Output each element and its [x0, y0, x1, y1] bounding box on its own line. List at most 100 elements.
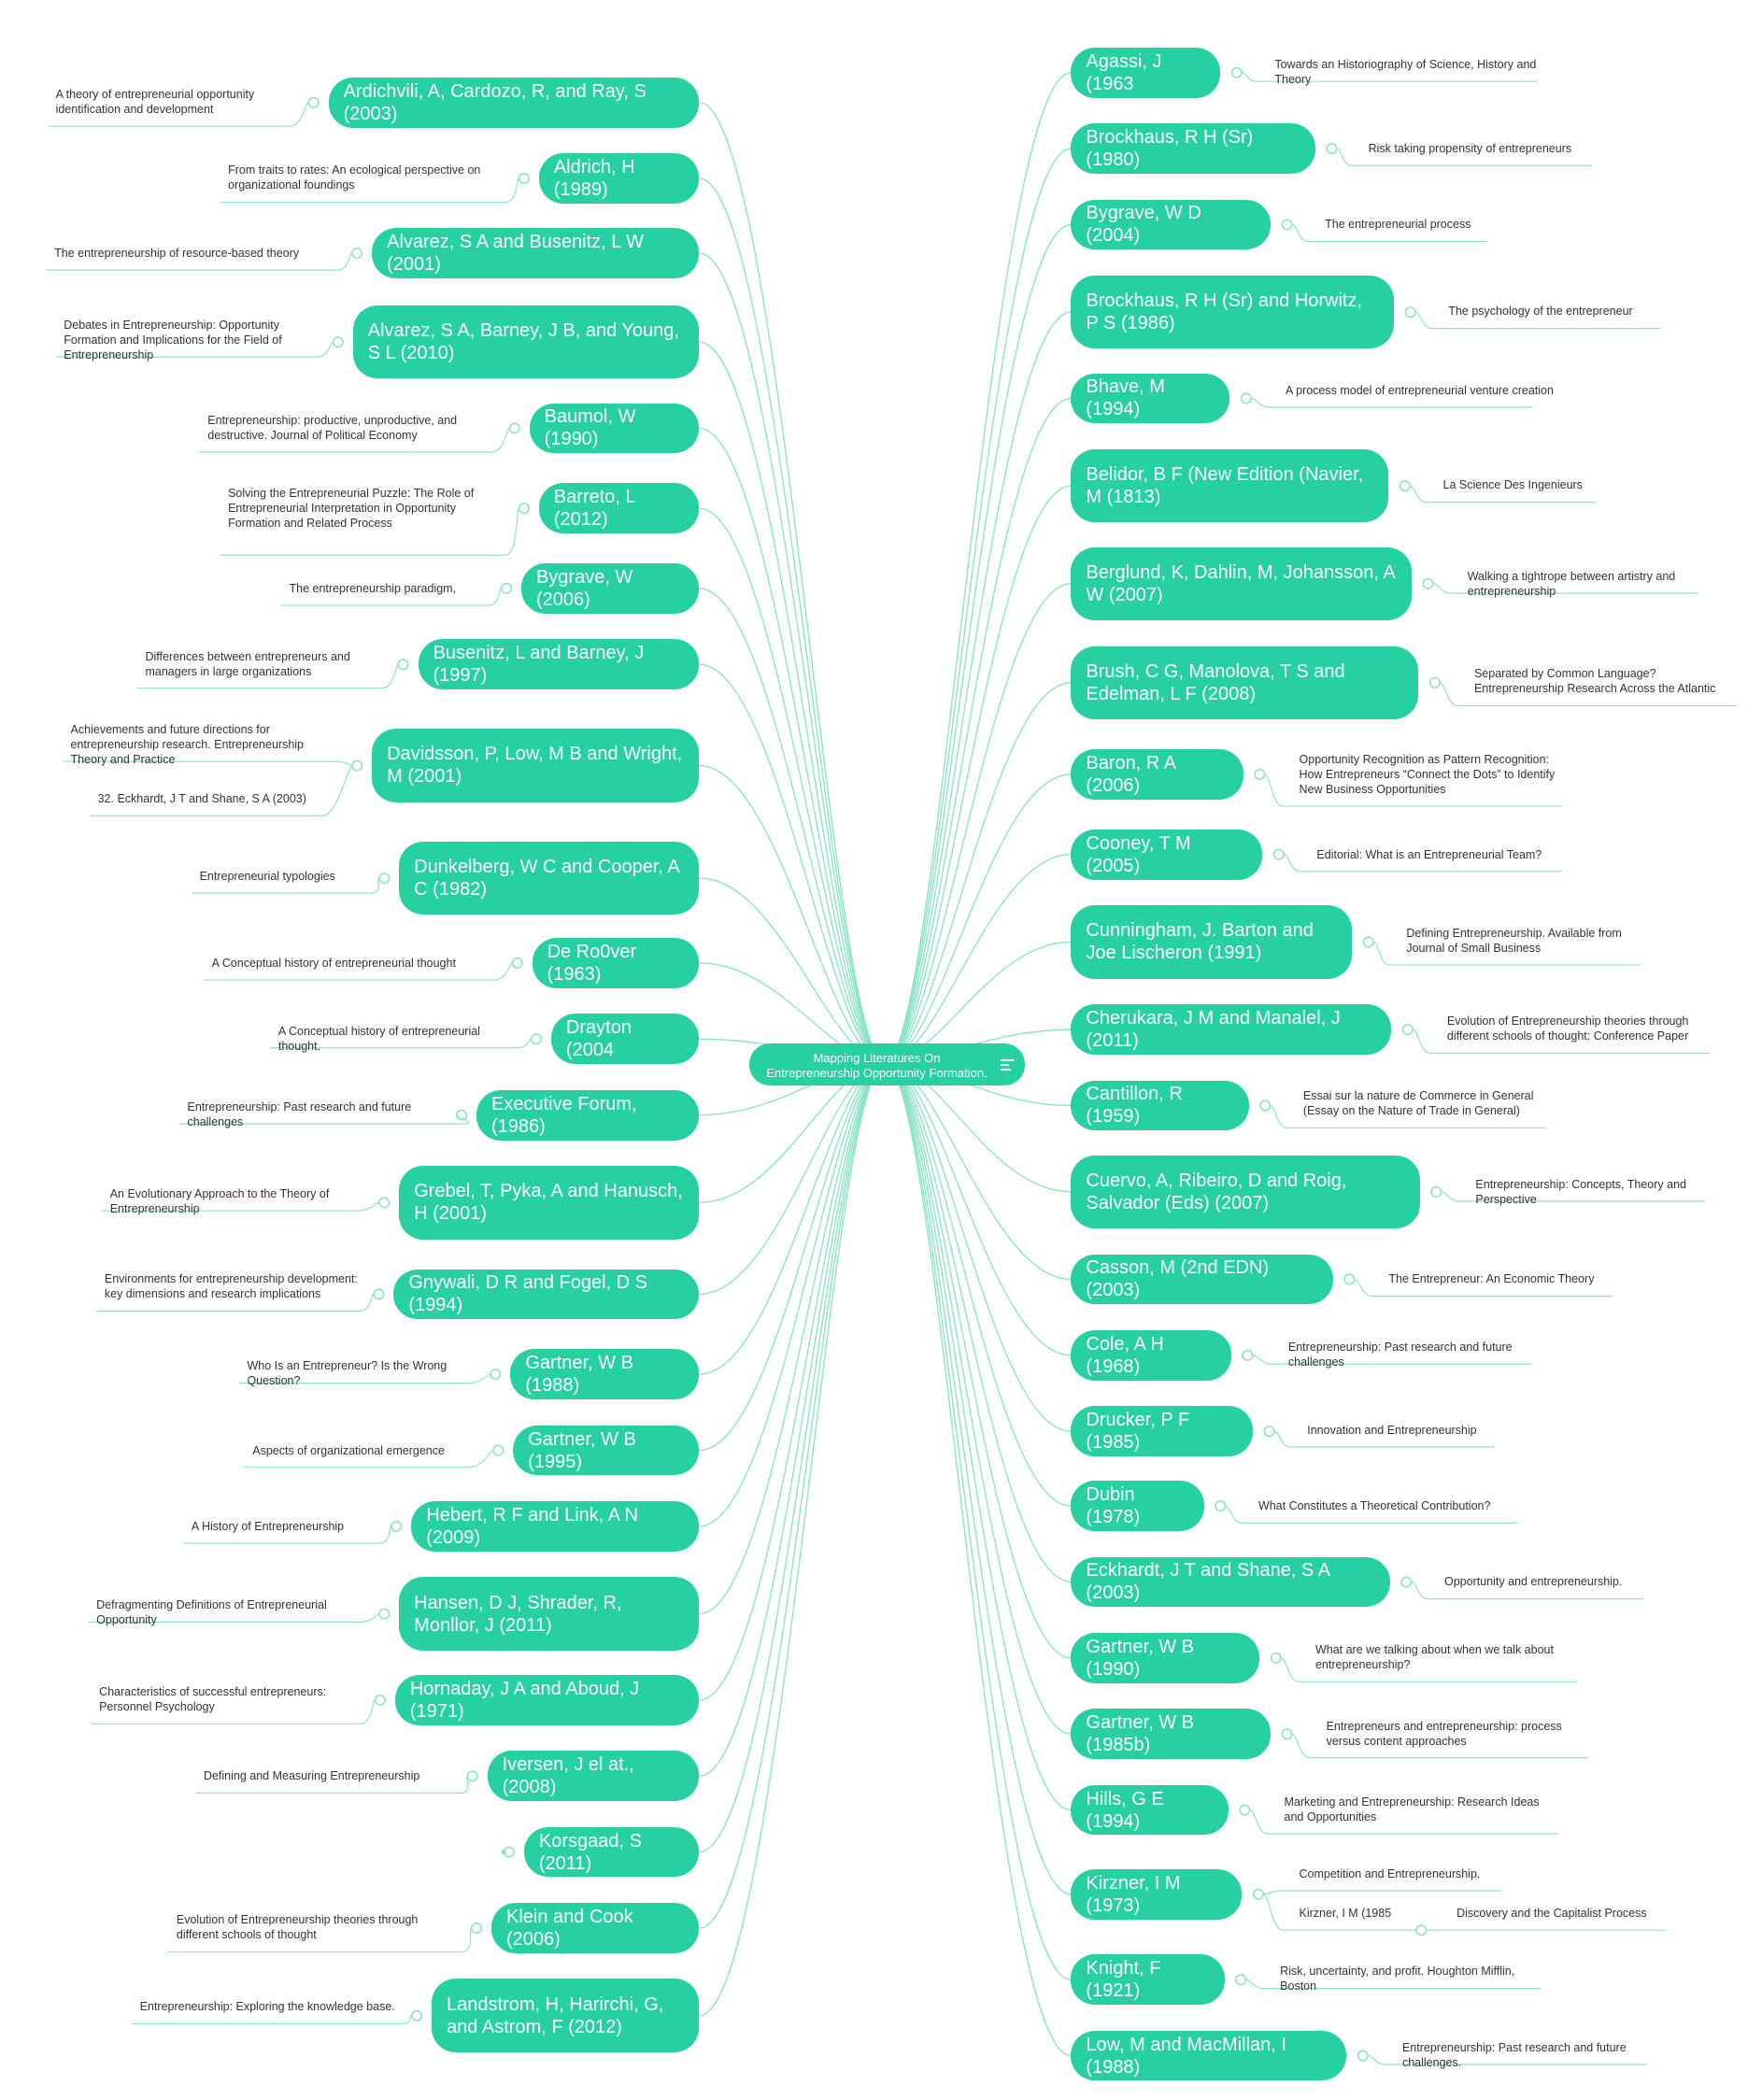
- author-node[interactable]: Aldrich, H (1989): [538, 153, 700, 204]
- author-node[interactable]: Cunningham, J. Barton and Joe Lischeron …: [1071, 905, 1353, 979]
- collapse-toggle-icon[interactable]: [492, 1444, 504, 1456]
- collapse-toggle-icon[interactable]: [1362, 936, 1374, 948]
- collapse-toggle-icon[interactable]: [1430, 1185, 1442, 1198]
- author-node[interactable]: Cuervo, A, Ribeiro, D and Roig, Salvador…: [1071, 1155, 1420, 1228]
- collapse-toggle-icon[interactable]: [351, 759, 363, 772]
- collapse-toggle-icon[interactable]: [1422, 577, 1434, 589]
- author-node[interactable]: Casson, M (2nd EDN) (2003): [1071, 1254, 1333, 1305]
- collapse-toggle-icon[interactable]: [508, 422, 520, 434]
- collapse-toggle-icon[interactable]: [1259, 1100, 1272, 1112]
- author-node[interactable]: Executive Forum, (1986): [476, 1089, 700, 1141]
- collapse-toggle-icon[interactable]: [1230, 66, 1243, 78]
- collapse-toggle-icon[interactable]: [1263, 1426, 1275, 1438]
- author-node[interactable]: De Ro0ver (1963): [532, 938, 700, 988]
- author-node[interactable]: Berglund, K, Dahlin, M, Johansson, A W (…: [1071, 546, 1413, 620]
- collapse-toggle-icon[interactable]: [511, 957, 523, 969]
- collapse-toggle-icon[interactable]: [1428, 676, 1441, 688]
- collapse-toggle-icon[interactable]: [1281, 1728, 1293, 1740]
- author-node[interactable]: Dunkelberg, W C and Cooper, A C (1982): [399, 841, 700, 915]
- author-node[interactable]: Brockhaus, R H (Sr) (1980): [1071, 123, 1315, 174]
- central-topic[interactable]: Mapping Literatures On Entrepreneurship …: [749, 1043, 1025, 1086]
- collapse-toggle-icon[interactable]: [1415, 1924, 1428, 1937]
- collapse-toggle-icon[interactable]: [1281, 219, 1293, 231]
- collapse-toggle-icon[interactable]: [1404, 306, 1416, 319]
- collapse-toggle-icon[interactable]: [1242, 1349, 1254, 1361]
- author-node[interactable]: Baumol, W (1990): [529, 403, 700, 454]
- author-node[interactable]: Alvarez, S A, Barney, J B, and Young, S …: [352, 305, 700, 379]
- author-node[interactable]: Low, M and MacMillan, I (1988): [1071, 2030, 1347, 2081]
- author-node[interactable]: Kirzner, I M (1973): [1071, 1868, 1243, 1920]
- collapse-toggle-icon[interactable]: [307, 96, 320, 108]
- collapse-toggle-icon[interactable]: [332, 336, 344, 348]
- author-node[interactable]: Grebel, T, Pyka, A and Hanusch, H (2001): [399, 1166, 700, 1240]
- author-node[interactable]: Brockhaus, R H (Sr) and Horwitz, P S (19…: [1071, 275, 1395, 349]
- author-node[interactable]: Drayton (2004: [550, 1014, 700, 1065]
- collapse-toggle-icon[interactable]: [397, 659, 409, 671]
- collapse-toggle-icon[interactable]: [378, 1197, 391, 1209]
- author-node[interactable]: Cherukara, J M and Manalel, J (2011): [1071, 1004, 1392, 1055]
- collapse-toggle-icon[interactable]: [1357, 2050, 1369, 2062]
- collapse-toggle-icon[interactable]: [530, 1033, 542, 1045]
- collapse-toggle-icon[interactable]: [378, 1608, 391, 1620]
- author-node[interactable]: Hills, G E (1994): [1071, 1784, 1229, 1836]
- collapse-toggle-icon[interactable]: [518, 173, 530, 185]
- author-node[interactable]: Drucker, P F (1985): [1071, 1406, 1254, 1457]
- collapse-toggle-icon[interactable]: [1235, 1974, 1247, 1986]
- author-node[interactable]: Hornaday, J A and Aboud, J (1971): [394, 1675, 700, 1725]
- collapse-toggle-icon[interactable]: [466, 1770, 478, 1782]
- collapse-toggle-icon[interactable]: [1401, 1024, 1414, 1036]
- author-node[interactable]: Dubin (1978): [1071, 1481, 1204, 1531]
- collapse-toggle-icon[interactable]: [1254, 768, 1266, 780]
- author-node[interactable]: Eckhardt, J T and Shane, S A (2003): [1071, 1556, 1390, 1608]
- collapse-toggle-icon[interactable]: [1272, 848, 1285, 860]
- collapse-toggle-icon[interactable]: [374, 1694, 386, 1706]
- author-node[interactable]: Brush, C G, Manolova, T S and Edelman, L…: [1071, 646, 1419, 720]
- collapse-toggle-icon[interactable]: [391, 1520, 403, 1532]
- author-node[interactable]: Knight, F (1921): [1071, 1954, 1225, 2006]
- author-node[interactable]: Landstrom, H, Harirchi, G, and Astrom, F…: [432, 1979, 700, 2052]
- author-node[interactable]: Ardichvili, A, Cardozo, R, and Ray, S (2…: [328, 77, 700, 128]
- author-node[interactable]: Baron, R A (2006): [1071, 749, 1243, 800]
- author-node[interactable]: Bygrave, W (2006): [520, 562, 700, 614]
- author-node[interactable]: Cantillon, R (1959): [1071, 1080, 1249, 1131]
- topic-label: Cuervo, A, Ribeiro, D and Roig, Salvador…: [1086, 1170, 1347, 1213]
- reference-title: Entrepreneurship: Past research and futu…: [1287, 1341, 1513, 1369]
- collapse-toggle-icon[interactable]: [490, 1369, 502, 1381]
- author-node[interactable]: Hansen, D J, Shrader, R, Monllor, J (201…: [399, 1577, 700, 1651]
- author-node[interactable]: Bhave, M (1994): [1071, 373, 1230, 424]
- collapse-toggle-icon[interactable]: [1239, 1804, 1251, 1816]
- author-node[interactable]: Busenitz, L and Barney, J (1997): [418, 639, 700, 690]
- author-node[interactable]: Belidor, B F (New Edition (Navier, M (18…: [1071, 448, 1389, 523]
- author-node[interactable]: Klein and Cook (2006): [490, 1903, 700, 1953]
- author-node[interactable]: Gartner, W B (1995): [513, 1425, 700, 1476]
- collapse-toggle-icon[interactable]: [378, 873, 391, 885]
- author-node[interactable]: Agassi, J (1963: [1071, 47, 1221, 98]
- author-node[interactable]: Hebert, R F and Link, A N (2009): [411, 1501, 700, 1552]
- collapse-toggle-icon[interactable]: [351, 247, 363, 260]
- collapse-toggle-icon[interactable]: [1399, 480, 1411, 492]
- collapse-toggle-icon[interactable]: [373, 1288, 385, 1300]
- collapse-toggle-icon[interactable]: [1326, 143, 1338, 155]
- collapse-toggle-icon[interactable]: [518, 503, 530, 515]
- author-node[interactable]: Gartner, W B (1990): [1071, 1632, 1260, 1683]
- author-node[interactable]: Bygrave, W D (2004): [1071, 199, 1271, 250]
- author-node[interactable]: Barreto, L (2012): [538, 483, 700, 534]
- author-node[interactable]: Gartner, W B (1985b): [1071, 1709, 1271, 1760]
- author-node[interactable]: Cooney, T M (2005): [1071, 829, 1263, 880]
- author-node[interactable]: Gnywali, D R and Fogel, D S (1994): [393, 1269, 700, 1320]
- author-node[interactable]: Gartner, W B (1988): [510, 1349, 700, 1400]
- author-node[interactable]: Alvarez, S A and Busenitz, L W (2001): [372, 228, 700, 278]
- collapse-toggle-icon[interactable]: [1343, 1273, 1356, 1285]
- author-node[interactable]: Davidsson, P, Low, M B and Wright, M (20…: [372, 729, 700, 802]
- author-node[interactable]: Korsgaad, S (2011): [523, 1826, 700, 1878]
- collapse-toggle-icon[interactable]: [470, 1922, 483, 1935]
- collapse-toggle-icon[interactable]: [1400, 1576, 1413, 1588]
- collapse-toggle-icon[interactable]: [411, 2009, 423, 2022]
- collapse-toggle-icon[interactable]: [1215, 1500, 1227, 1512]
- collapse-toggle-icon[interactable]: [1240, 392, 1252, 404]
- collapse-toggle-icon[interactable]: [1270, 1652, 1282, 1664]
- collapse-toggle-icon[interactable]: [1252, 1888, 1264, 1900]
- author-node[interactable]: Iversen, J el at., (2008): [487, 1751, 700, 1802]
- list-menu-icon[interactable]: [1001, 1059, 1014, 1071]
- author-node[interactable]: Cole, A H (1968): [1071, 1329, 1231, 1381]
